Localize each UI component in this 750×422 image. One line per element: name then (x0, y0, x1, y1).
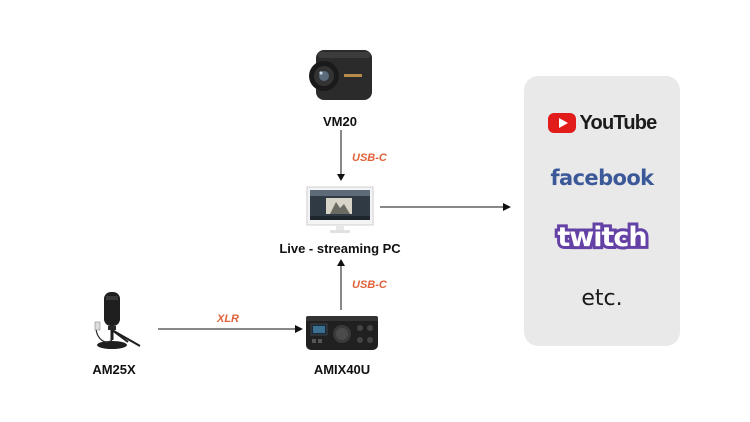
youtube-logo: YouTube (524, 110, 680, 136)
platforms-panel: YouTube facebook twitch etc. (524, 76, 680, 346)
connection-label-xlr: XLR (217, 313, 239, 325)
youtube-label: YouTube (579, 111, 658, 134)
arrow-mixer-to-pc (337, 259, 345, 310)
microphone-label: AM25X (92, 362, 136, 377)
mixer-label: AMIX40U (313, 362, 371, 377)
etc-label: etc. (581, 286, 623, 311)
youtube-play-icon (547, 113, 576, 133)
mixer-image (306, 316, 378, 350)
arrow-mic-to-mixer (158, 325, 303, 333)
arrow-camera-to-pc (337, 130, 345, 181)
connection-label-usbc-top: USB-C (352, 152, 387, 164)
camera-image (309, 50, 372, 100)
arrow-pc-to-platforms (380, 203, 511, 211)
camera-label: VM20 (323, 114, 357, 129)
twitch-logo: twitch (554, 219, 650, 256)
pc-monitor-image (306, 186, 374, 233)
pc-label: Live - streaming PC (279, 241, 401, 256)
facebook-logo: facebook (550, 166, 654, 190)
microphone-image (94, 292, 141, 349)
connection-label-usbc-bottom: USB-C (352, 279, 387, 291)
